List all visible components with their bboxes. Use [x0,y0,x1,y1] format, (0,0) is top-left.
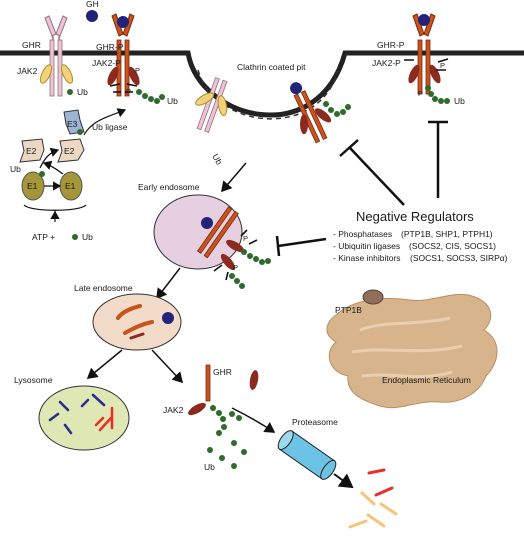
phospho-endosome-1: P [243,234,248,243]
gh-label: GH [86,0,99,9]
phospho-right-2: P [418,89,423,98]
lysosome-fragments [48,393,114,435]
atp-label: ATP + [32,232,55,242]
ub-e1-label: Ub [10,164,21,174]
phospho-endosome-2: P [233,263,238,272]
e1a-label: E1 [27,181,38,191]
ptp1b-label: PTP1B [335,305,362,315]
regulator-ub-ligases: - Ubiquitin ligases [333,241,400,251]
ub-right-label: Ub [454,96,465,106]
regulator-phosphatases: - Phosphatases [333,229,392,239]
arrow-to-lysosome [86,349,123,379]
ptp1b-enzyme [362,289,384,305]
arrow-to-degradation [151,349,184,384]
ghr-active-right [404,13,450,104]
e3-label: E3 [67,119,78,129]
jak2-label: JAK2 [17,66,38,76]
ghr-deg-label: GHR [213,367,232,377]
fragment-late-3 [129,332,145,340]
ghr-inactive [39,15,74,97]
arrow-to-late-endosome [156,267,181,300]
jak2-deg-label: JAK2 [163,405,184,415]
phospho-ticks-endosome [213,229,258,281]
late-endosome [92,293,182,351]
ub-dot [67,89,73,95]
peptide-fragments [348,468,398,529]
jak2-in-endosome-1 [226,239,244,253]
regulator-kinase-inhibitors: - Kinase inhibitors [333,253,401,263]
ub-chain-endosome [229,249,271,289]
late-endosome-label: Late endosome [74,283,133,293]
early-endosome-label: Early endosome [138,182,200,192]
jak2-in-endosome-2 [220,253,236,271]
early-endosome [153,194,243,270]
jak2-fragment-deg-2 [188,402,206,416]
regulator-kinase-inhibitors-detail: (SOCS1, SOCS3, SIRPα) [410,253,508,263]
regulator-phosphatases-detail: (PTP1B, SHP1, PTPH1) [401,229,493,239]
fragment-late-2 [123,320,154,335]
arrow-from-proteasome [333,473,354,489]
jak2-p-right-label: JAK2-P [372,58,401,68]
e2b-label: E2 [64,146,75,156]
ub-chain-pit [323,101,351,117]
e1b-label: E1 [65,181,76,191]
ub-dot-atp [72,234,78,240]
arrow-to-proteasome [231,407,276,433]
ub-label-pit: Ub [210,152,224,167]
e2a-label: E2 [26,146,37,156]
phospho-label-1: P [135,66,140,75]
ub-deg-label: Ub [204,462,215,472]
lysosome-label: Lysosome [14,375,53,385]
ub-label-left: Ub [77,87,88,97]
jak2-p-label: JAK2-P [92,58,121,68]
er-folds [351,316,463,379]
regulator-ub-ligases-detail: (SOCS2, CIS, SOCS1) [409,241,496,251]
ghr-in-endosome [196,206,239,259]
ghr-in-pit-inactive [195,77,228,133]
inhibition-lines [275,120,448,257]
ghr-p-label: GHR-P [96,42,124,52]
ub-enzyme-cascade [19,108,127,222]
phospho-label-2: P [126,87,131,96]
gh-ligand [86,10,98,22]
ub-atp-label: Ub [82,232,93,242]
er-label: Endoplasmic Reticulum [382,375,471,385]
ghr-active-1 [107,13,165,104]
proteasome [277,430,337,480]
fragment-late-1 [116,304,142,320]
clathrin-coat [197,69,339,120]
regulators-title: Negative Regulators [356,209,474,224]
gh-in-endosome [201,217,213,229]
ub-ligase-label: Ub ligase [92,122,128,132]
gh-late [162,312,174,324]
arrow-to-early-endosome [221,162,247,193]
plasma-membrane [0,50,524,118]
clathrin-label: Clathrin coated pit [237,62,306,72]
phospho-right-1: P [440,61,445,70]
proteasome-label: Proteasome [292,417,338,427]
ghr-in-pit-active [290,82,332,144]
ghr-p-right-label: GHR-P [377,40,405,50]
ghr-label: GHR [22,40,41,50]
ub-chain-deg [207,405,247,469]
ub-label-1: Ub [167,96,178,106]
ghr-fragment-deg [205,364,211,402]
jak2-fragment-deg-1 [249,370,259,390]
